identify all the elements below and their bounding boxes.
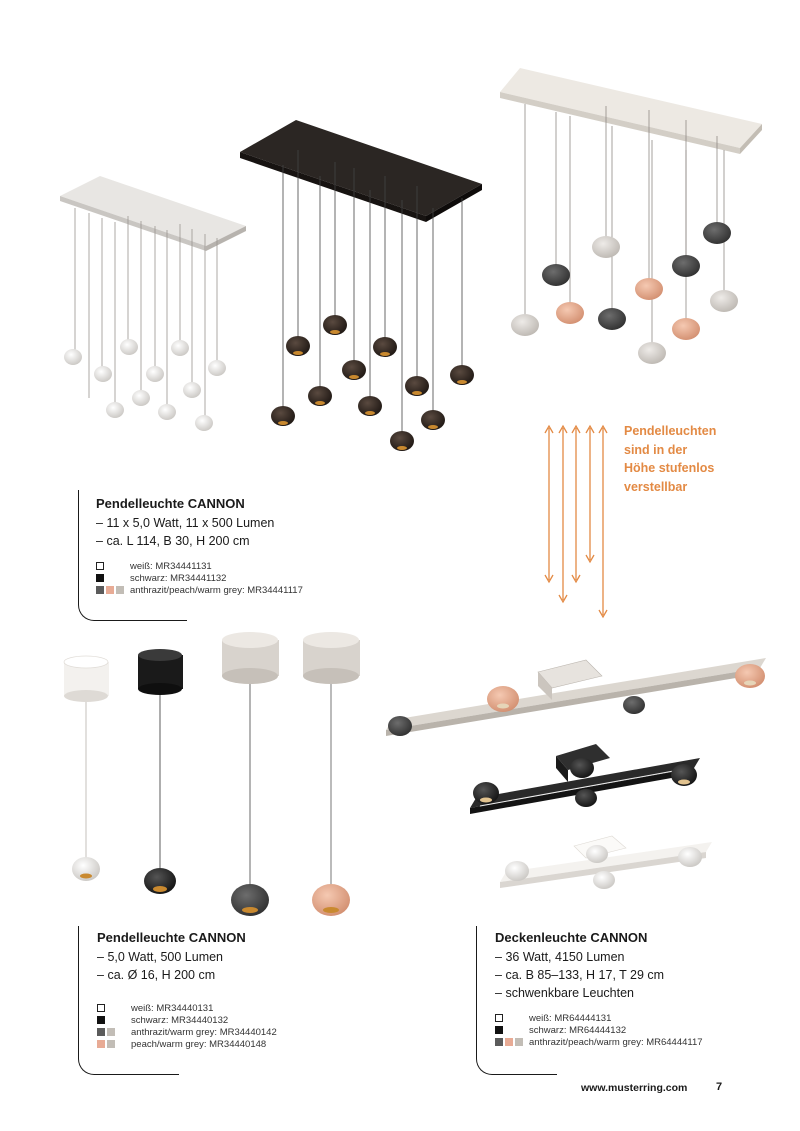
swatch-white xyxy=(96,562,104,570)
variant-label: schwarz: MR34441132 xyxy=(130,572,227,584)
pendant-white-bar-image xyxy=(60,176,246,431)
spec-line: ca. B 85–133, H 17, T 29 cm xyxy=(495,966,795,984)
variant-label: weiß: MR34440131 xyxy=(131,1002,214,1014)
variant-row: weiß: MR34440131 xyxy=(97,1002,397,1014)
variant-row: schwarz: MR34441132 xyxy=(96,572,416,584)
website-link[interactable]: www.musterring.com xyxy=(581,1082,688,1094)
swatch-peach xyxy=(505,1038,513,1046)
variant-row: schwarz: MR64444132 xyxy=(495,1024,795,1036)
height-arrows-icon xyxy=(544,424,608,619)
variant-row: anthrazit/warm grey: MR34440142 xyxy=(97,1026,397,1038)
variant-row: anthrazit/peach/warm grey: MR64444117 xyxy=(495,1036,795,1048)
variant-list: weiß: MR34441131 schwarz: MR34441132 ant… xyxy=(96,560,416,596)
note-line: verstellbar xyxy=(624,479,688,494)
variant-row: peach/warm grey: MR34440148 xyxy=(97,1038,397,1050)
variant-label: anthrazit/peach/warm grey: MR64444117 xyxy=(529,1036,703,1048)
single-pendants-image xyxy=(63,632,360,916)
variant-label: weiß: MR34441131 xyxy=(130,560,212,572)
swatch-black xyxy=(495,1026,503,1034)
product-title: Deckenleuchte CANNON xyxy=(495,930,648,945)
swatch-peach xyxy=(97,1040,105,1048)
variant-row: schwarz: MR34440132 xyxy=(97,1014,397,1026)
swatch-anthracite xyxy=(495,1038,503,1046)
swatch-black xyxy=(97,1016,105,1024)
swatch-anthracite xyxy=(96,586,104,594)
product-block-ceiling-light: Deckenleuchte CANNON 36 Watt, 4150 Lumen… xyxy=(476,926,703,1075)
variant-label: weiß: MR64444131 xyxy=(529,1012,612,1024)
variant-row: weiß: MR34441131 xyxy=(96,560,416,572)
swatch-peach xyxy=(106,586,114,594)
spec-line: ca. Ø 16, H 200 cm xyxy=(97,966,397,984)
variant-label: anthrazit/warm grey: MR34440142 xyxy=(131,1026,277,1038)
spec-line: ca. L 114, B 30, H 200 cm xyxy=(96,532,416,550)
spec-line: 5,0 Watt, 500 Lumen xyxy=(97,948,397,966)
swatch-warmgrey xyxy=(107,1028,115,1036)
pendant-mixed-colors-image xyxy=(500,68,762,364)
variant-label: schwarz: MR34440132 xyxy=(131,1014,229,1026)
variant-label: schwarz: MR64444132 xyxy=(529,1024,627,1036)
note-line: Pendelleuchten xyxy=(624,424,717,438)
spec-line: 36 Watt, 4150 Lumen xyxy=(495,948,795,966)
product-block-pendant-bar: Pendelleuchte CANNON 11 x 5,0 Watt, 11 x… xyxy=(78,490,303,621)
swatch-white xyxy=(97,1004,105,1012)
pendant-black-bar-image xyxy=(240,120,482,451)
variant-list: weiß: MR64444131 schwarz: MR64444132 ant… xyxy=(495,1012,795,1048)
variant-label: peach/warm grey: MR34440148 xyxy=(131,1038,267,1050)
swatch-black xyxy=(96,574,104,582)
swatch-warmgrey xyxy=(116,586,124,594)
swatch-warmgrey xyxy=(515,1038,523,1046)
variant-label: anthrazit/peach/warm grey: MR34441117 xyxy=(130,584,303,596)
ceiling-lights-image xyxy=(386,658,766,889)
swatch-white xyxy=(495,1014,503,1022)
swatch-anthracite xyxy=(97,1028,105,1036)
variant-list: weiß: MR34440131 schwarz: MR34440132 ant… xyxy=(97,1002,397,1050)
product-block-pendant-single: Pendelleuchte CANNON 5,0 Watt, 500 Lumen… xyxy=(78,926,277,1075)
page-number: 7 xyxy=(716,1081,723,1093)
product-title: Pendelleuchte CANNON xyxy=(97,930,246,945)
swatch-warmgrey xyxy=(107,1040,115,1048)
height-adjustable-note: Pendelleuchten sind in der Höhe stufenlo… xyxy=(624,422,716,496)
variant-row: anthrazit/peach/warm grey: MR34441117 xyxy=(96,584,416,596)
spec-line: schwenkbare Leuchten xyxy=(495,984,795,1002)
variant-row: weiß: MR64444131 xyxy=(495,1012,795,1024)
product-title: Pendelleuchte CANNON xyxy=(96,496,245,511)
note-line: Höhe stufenlos xyxy=(624,461,715,475)
spec-line: 11 x 5,0 Watt, 11 x 500 Lumen xyxy=(96,514,416,532)
note-line: sind in der xyxy=(624,442,688,457)
